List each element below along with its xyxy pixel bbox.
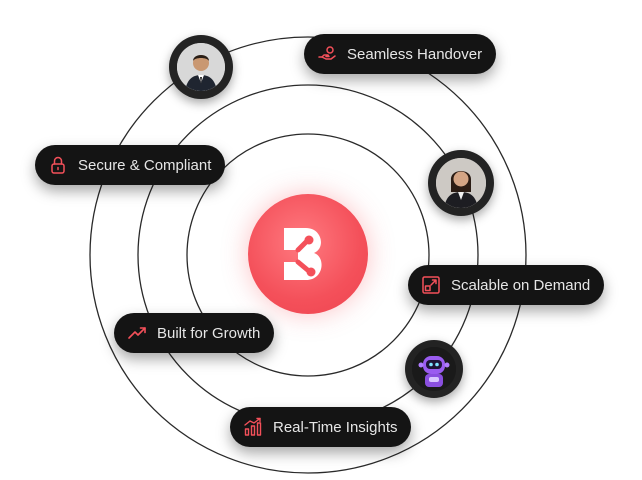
feature-label: Built for Growth	[157, 324, 261, 342]
brand-logo-icon	[284, 228, 322, 280]
inner-orbit	[186, 133, 430, 377]
feature-secure-compliant: Secure & Compliant	[35, 145, 226, 185]
feature-label: Secure & Compliant	[78, 156, 212, 174]
bar-chart-icon	[242, 416, 264, 438]
brand-logo	[248, 194, 368, 314]
feature-built-for-growth: Built for Growth	[114, 313, 275, 353]
feature-label: Seamless Handover	[347, 45, 483, 63]
feature-label: Scalable on Demand	[451, 276, 591, 294]
robot-avatar	[405, 340, 463, 398]
outer-orbit	[89, 36, 527, 474]
lock-icon	[47, 154, 69, 176]
trend-up-icon	[126, 322, 148, 344]
feature-real-time-insights: Real-Time Insights	[230, 407, 412, 447]
hand-coin-icon	[316, 43, 338, 65]
feature-seamless-handover: Seamless Handover	[304, 34, 497, 74]
expand-arrows-icon	[420, 274, 442, 296]
feature-label: Real-Time Insights	[273, 418, 398, 436]
businesswoman-avatar	[428, 150, 494, 216]
feature-scalable-on-demand: Scalable on Demand	[408, 265, 605, 305]
businessman-avatar	[169, 35, 233, 99]
